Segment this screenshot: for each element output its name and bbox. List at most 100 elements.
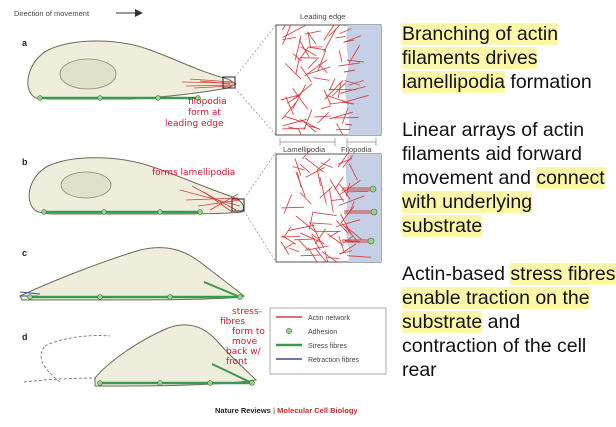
annotation-a-line3: leading edge bbox=[165, 119, 224, 129]
actin-filament bbox=[338, 62, 361, 67]
actin-filament bbox=[292, 83, 313, 101]
actin-filament bbox=[311, 233, 325, 245]
actin-filament bbox=[331, 82, 347, 97]
actin-filament bbox=[281, 99, 299, 120]
panel-c-cell bbox=[19, 247, 246, 301]
study-notes: Branching of actin filaments drives lame… bbox=[402, 22, 616, 406]
actin-filament bbox=[334, 176, 344, 191]
annotation-d-line6: front bbox=[226, 357, 248, 367]
actin-filament bbox=[292, 87, 309, 110]
actin-filament bbox=[313, 212, 337, 216]
actin-filament bbox=[295, 215, 316, 233]
actin-filament bbox=[309, 46, 326, 51]
actin-filament bbox=[299, 192, 312, 205]
actin-filament bbox=[328, 25, 341, 37]
actin-filament bbox=[307, 31, 317, 45]
actin-filament bbox=[292, 53, 302, 62]
highlighted-text: Branching of actin filaments drives bbox=[402, 23, 559, 69]
actin-filament bbox=[344, 190, 369, 193]
actin-filament bbox=[313, 77, 330, 81]
actin-filament bbox=[327, 257, 340, 260]
actin-filament bbox=[338, 250, 353, 255]
actin-filament bbox=[284, 115, 303, 123]
annotation-d-line1: stress- bbox=[232, 307, 262, 317]
actin-filament bbox=[307, 66, 331, 75]
note-text: and contraction of the cell rear bbox=[402, 311, 587, 381]
actin-filament bbox=[305, 167, 325, 178]
actin-filament bbox=[346, 94, 369, 102]
actin-filament bbox=[339, 86, 366, 94]
actin-filament bbox=[284, 63, 302, 80]
actin-filament bbox=[298, 39, 310, 58]
highlighted-text: lamellipodia bbox=[402, 71, 505, 93]
actin-filament bbox=[314, 228, 326, 245]
actin-filament bbox=[281, 25, 286, 31]
panel-d-cell bbox=[23, 324, 258, 387]
panel-a-cell bbox=[27, 24, 277, 136]
actin-filament bbox=[281, 235, 297, 245]
actin-filament bbox=[339, 28, 352, 35]
actin-filament bbox=[346, 59, 364, 63]
actin-filament bbox=[300, 46, 317, 57]
panel-label-c: c bbox=[22, 248, 27, 258]
annotation-d-line3: form to bbox=[232, 327, 265, 337]
actin-filament bbox=[323, 28, 337, 53]
actin-filament bbox=[342, 155, 354, 168]
actin-filament bbox=[328, 230, 340, 238]
actin-filament bbox=[281, 206, 305, 209]
legend: Actin network Adhesion Stress fibres Ret… bbox=[269, 307, 387, 375]
actin-filament bbox=[307, 58, 318, 69]
leading-edge-label: Leading edge bbox=[300, 12, 345, 21]
actin-filament bbox=[288, 224, 315, 231]
legend-swatch-adhesion bbox=[286, 328, 292, 334]
actin-filament bbox=[319, 186, 333, 199]
legend-label-adhesion: Adhesion bbox=[308, 329, 337, 336]
actin-filament bbox=[283, 194, 292, 214]
filopodia-inset bbox=[275, 150, 382, 263]
actin-filament bbox=[289, 247, 300, 253]
actin-filament bbox=[348, 79, 364, 86]
actin-filament bbox=[280, 241, 290, 255]
note-3: Actin-based stress fibres enable tractio… bbox=[402, 262, 616, 382]
actin-filament bbox=[341, 107, 349, 124]
annotation-d-line2: fibres bbox=[220, 317, 245, 327]
annotation-a-line1: filopodia bbox=[188, 97, 227, 107]
actin-filament bbox=[303, 109, 313, 131]
actin-filament bbox=[282, 25, 306, 38]
actin-filament bbox=[331, 198, 344, 202]
actin-filament bbox=[337, 151, 350, 168]
actin-filament bbox=[344, 80, 361, 86]
actin-filament bbox=[304, 30, 322, 35]
actin-filament bbox=[284, 242, 295, 250]
actin-filament bbox=[335, 219, 361, 228]
panel-label-d: d bbox=[22, 332, 28, 342]
actin-filament bbox=[329, 111, 354, 120]
actin-filament bbox=[282, 25, 292, 45]
nucleus-b bbox=[60, 171, 112, 199]
credit-journal: Nature Reviews bbox=[215, 406, 271, 415]
actin-filament bbox=[314, 115, 331, 118]
actin-filament bbox=[285, 96, 295, 116]
annotation-a-line2: form at bbox=[188, 108, 221, 118]
figure-credit: Nature Reviews | Molecular Cell Biology bbox=[215, 406, 358, 415]
actin-filament bbox=[320, 105, 332, 110]
zoom-box-a bbox=[222, 76, 236, 89]
actin-filament bbox=[338, 50, 343, 62]
annotation-b: forms lamellipodia bbox=[152, 168, 235, 178]
actin-filament bbox=[324, 80, 344, 100]
legend-label-actin: Actin network bbox=[308, 315, 351, 322]
actin-filament bbox=[335, 35, 346, 39]
actin-filament bbox=[295, 58, 300, 74]
actin-filament bbox=[323, 25, 335, 41]
actin-filament bbox=[348, 45, 361, 64]
actin-filament bbox=[329, 178, 345, 202]
legend-label-stress: Stress fibres bbox=[308, 343, 347, 350]
actin-filament bbox=[309, 125, 321, 130]
actin-filament bbox=[336, 220, 349, 234]
actin-filament bbox=[287, 126, 299, 130]
actin-filament bbox=[292, 166, 305, 171]
actin-filament bbox=[302, 120, 317, 133]
nucleus-a bbox=[59, 58, 117, 90]
actin-filament bbox=[308, 222, 332, 225]
direction-label: Direction of movement bbox=[14, 9, 90, 18]
